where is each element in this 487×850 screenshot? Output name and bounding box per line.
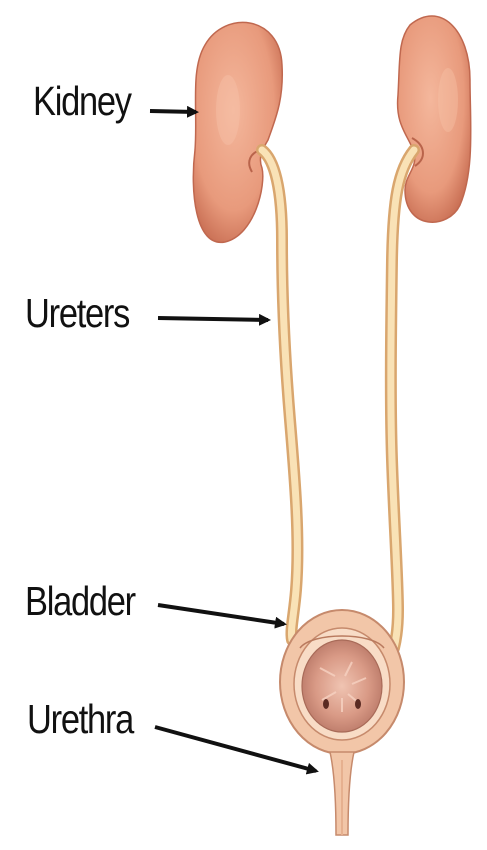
urethra-label: Urethra (27, 699, 133, 740)
right-ureter (391, 150, 414, 648)
bladder-arrow (158, 605, 284, 624)
urethra (330, 752, 354, 835)
kidney-label: Kidney (33, 81, 131, 122)
bladder-label: Bladder (25, 581, 135, 622)
ureters-arrow (158, 318, 268, 320)
kidney-arrow (150, 111, 196, 112)
right-kidney (398, 16, 471, 222)
left-ureter (262, 150, 297, 640)
ureters-label: Ureters (25, 293, 129, 334)
bladder (280, 610, 404, 754)
left-kidney (193, 22, 282, 242)
urethra-arrow (155, 727, 316, 771)
